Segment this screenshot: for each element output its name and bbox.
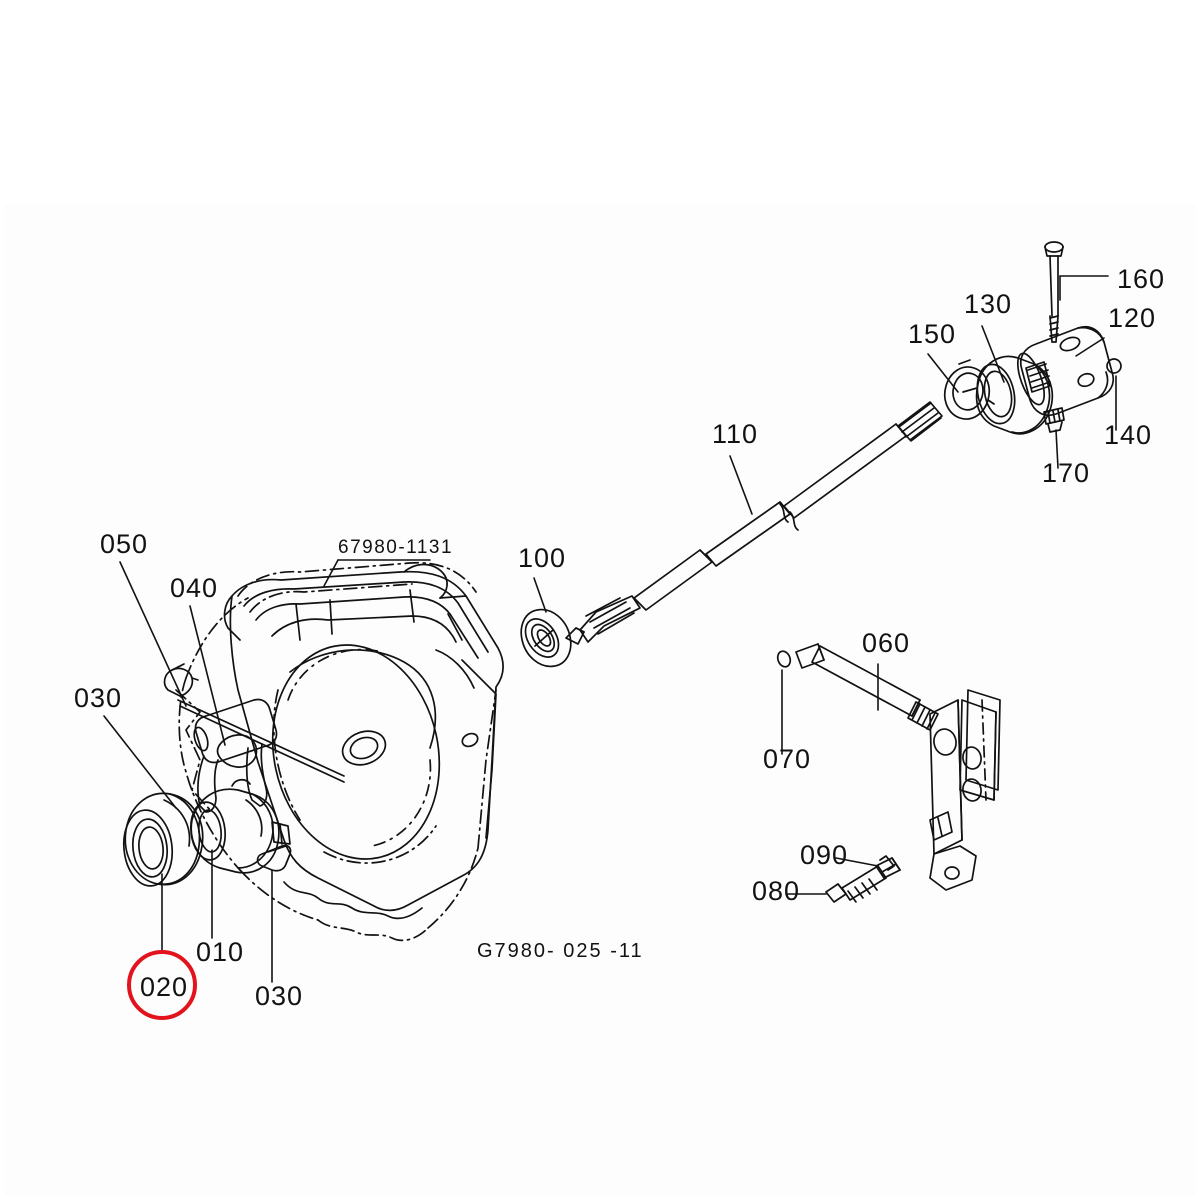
part-050-fork-shaft [163,663,345,783]
callout-080: 080 [752,876,800,906]
part-070-pin [776,650,792,668]
callout-070: 070 [763,744,811,774]
part-150-snap-ring [943,359,995,420]
diagram-panel [4,205,1196,1196]
part-170-nut-lock [1043,407,1065,433]
part-030-snap-ring-lower [256,844,292,872]
callout-120: 120 [1108,303,1156,333]
callout-060: 060 [862,628,910,658]
part-090-nut [875,855,901,879]
callout-030-lower: 030 [255,981,303,1011]
part-160-bolt-long [1044,241,1064,343]
callout-130: 130 [964,289,1012,319]
callout-020: 020 [140,972,188,1002]
callout-160: 160 [1117,264,1165,294]
callout-140: 140 [1104,420,1152,450]
callout-030-upper: 030 [74,683,122,713]
leader-lines [103,275,1117,983]
part-110-propeller-shaft [565,401,943,645]
callout-170: 170 [1042,458,1090,488]
drawing-number-label: G7980- 025 -11 [477,940,644,962]
part-020-clutch-release-bearing [122,792,204,887]
part-120-yoke-coupling [1016,325,1115,417]
shift-bracket [929,689,1001,891]
assembly-part-number-label: 67980-1131 [338,537,453,558]
callout-labels: 050 040 030 010 020 030 100 110 150 130 … [74,264,1165,1011]
callout-040: 040 [170,573,218,603]
part-080-bolt [825,865,887,903]
callout-090: 090 [800,840,848,870]
part-040-release-fork [193,698,278,813]
part-100-pilot-bearing [520,608,572,668]
text-annotations: 67980-1131 G7980- 025 -11 [338,537,644,962]
part-140-ball-pin [1106,358,1122,374]
part-060-control-rod [795,643,939,731]
callout-100: 100 [518,543,566,573]
part-010-release-bearing-hub [189,778,291,874]
clutch-housing [175,561,504,942]
part-130-bushing [975,355,1054,435]
callout-150: 150 [908,319,956,349]
callout-010: 010 [196,937,244,967]
callout-110: 110 [712,419,758,449]
highlight-circle-020 [127,950,197,1020]
callout-050: 050 [100,529,148,559]
